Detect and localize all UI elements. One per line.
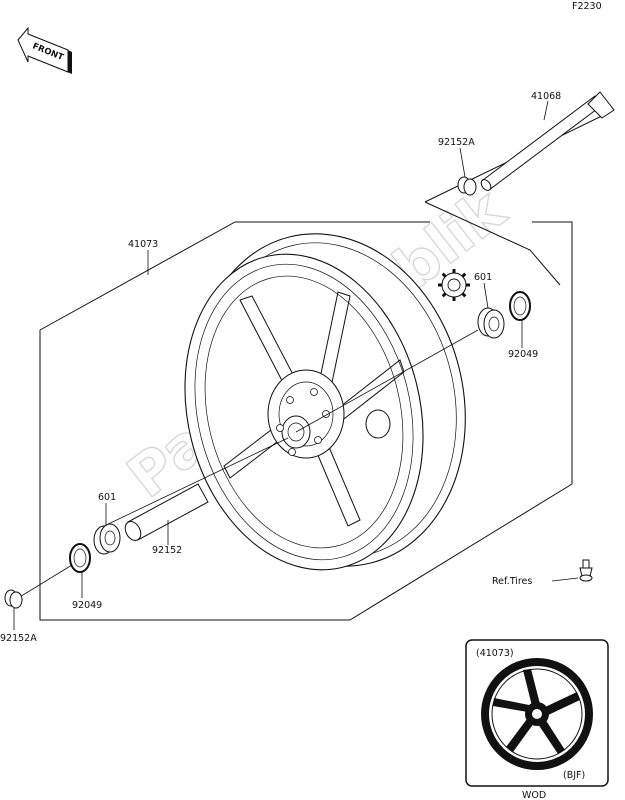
inset-caption: WOD: [522, 790, 546, 800]
inset-wheel: [481, 658, 593, 770]
axle-center-line: [295, 329, 479, 433]
bearing-601-right: [477, 307, 505, 339]
label-bearing-right: 601: [474, 272, 492, 283]
axle-41068: [480, 91, 615, 191]
seal-92049-right: [509, 291, 531, 321]
label-axle: 41068: [531, 91, 561, 102]
label-seal-left: 92049: [72, 600, 102, 611]
label-collar-top: 92152A: [438, 137, 475, 148]
valve-icon: [579, 559, 593, 582]
inset-variant: (41073) (BJF): [465, 639, 609, 787]
label-wheel: 41073: [128, 239, 158, 250]
front-arrow-icon: FRONT: [17, 26, 72, 74]
collar-92152a-top: [457, 176, 477, 196]
gear-icon: [438, 269, 470, 301]
label-valve-ref: Ref.Tires: [492, 576, 532, 587]
label-bearing-left: 601: [98, 492, 116, 503]
wheel-hub: [267, 369, 345, 459]
inset-part-ref: (41073): [476, 648, 514, 659]
disc-bolt-holes: [276, 388, 330, 456]
collar-92152a-bottom: [4, 589, 23, 609]
seal-92049-left: [69, 543, 91, 573]
spacer-92152: [124, 483, 209, 541]
wheel-spokes: [223, 291, 405, 527]
label-seal-right: 92049: [508, 349, 538, 360]
wheel-41073: [184, 233, 466, 571]
label-collar-bottom: 92152A: [0, 633, 37, 644]
bearing-601-left: [93, 523, 121, 555]
frame-outline: [39, 221, 430, 331]
diagram-code: F2230: [572, 1, 602, 12]
label-spacer: 92152: [152, 545, 182, 556]
inset-color-code: (BJF): [563, 770, 585, 781]
